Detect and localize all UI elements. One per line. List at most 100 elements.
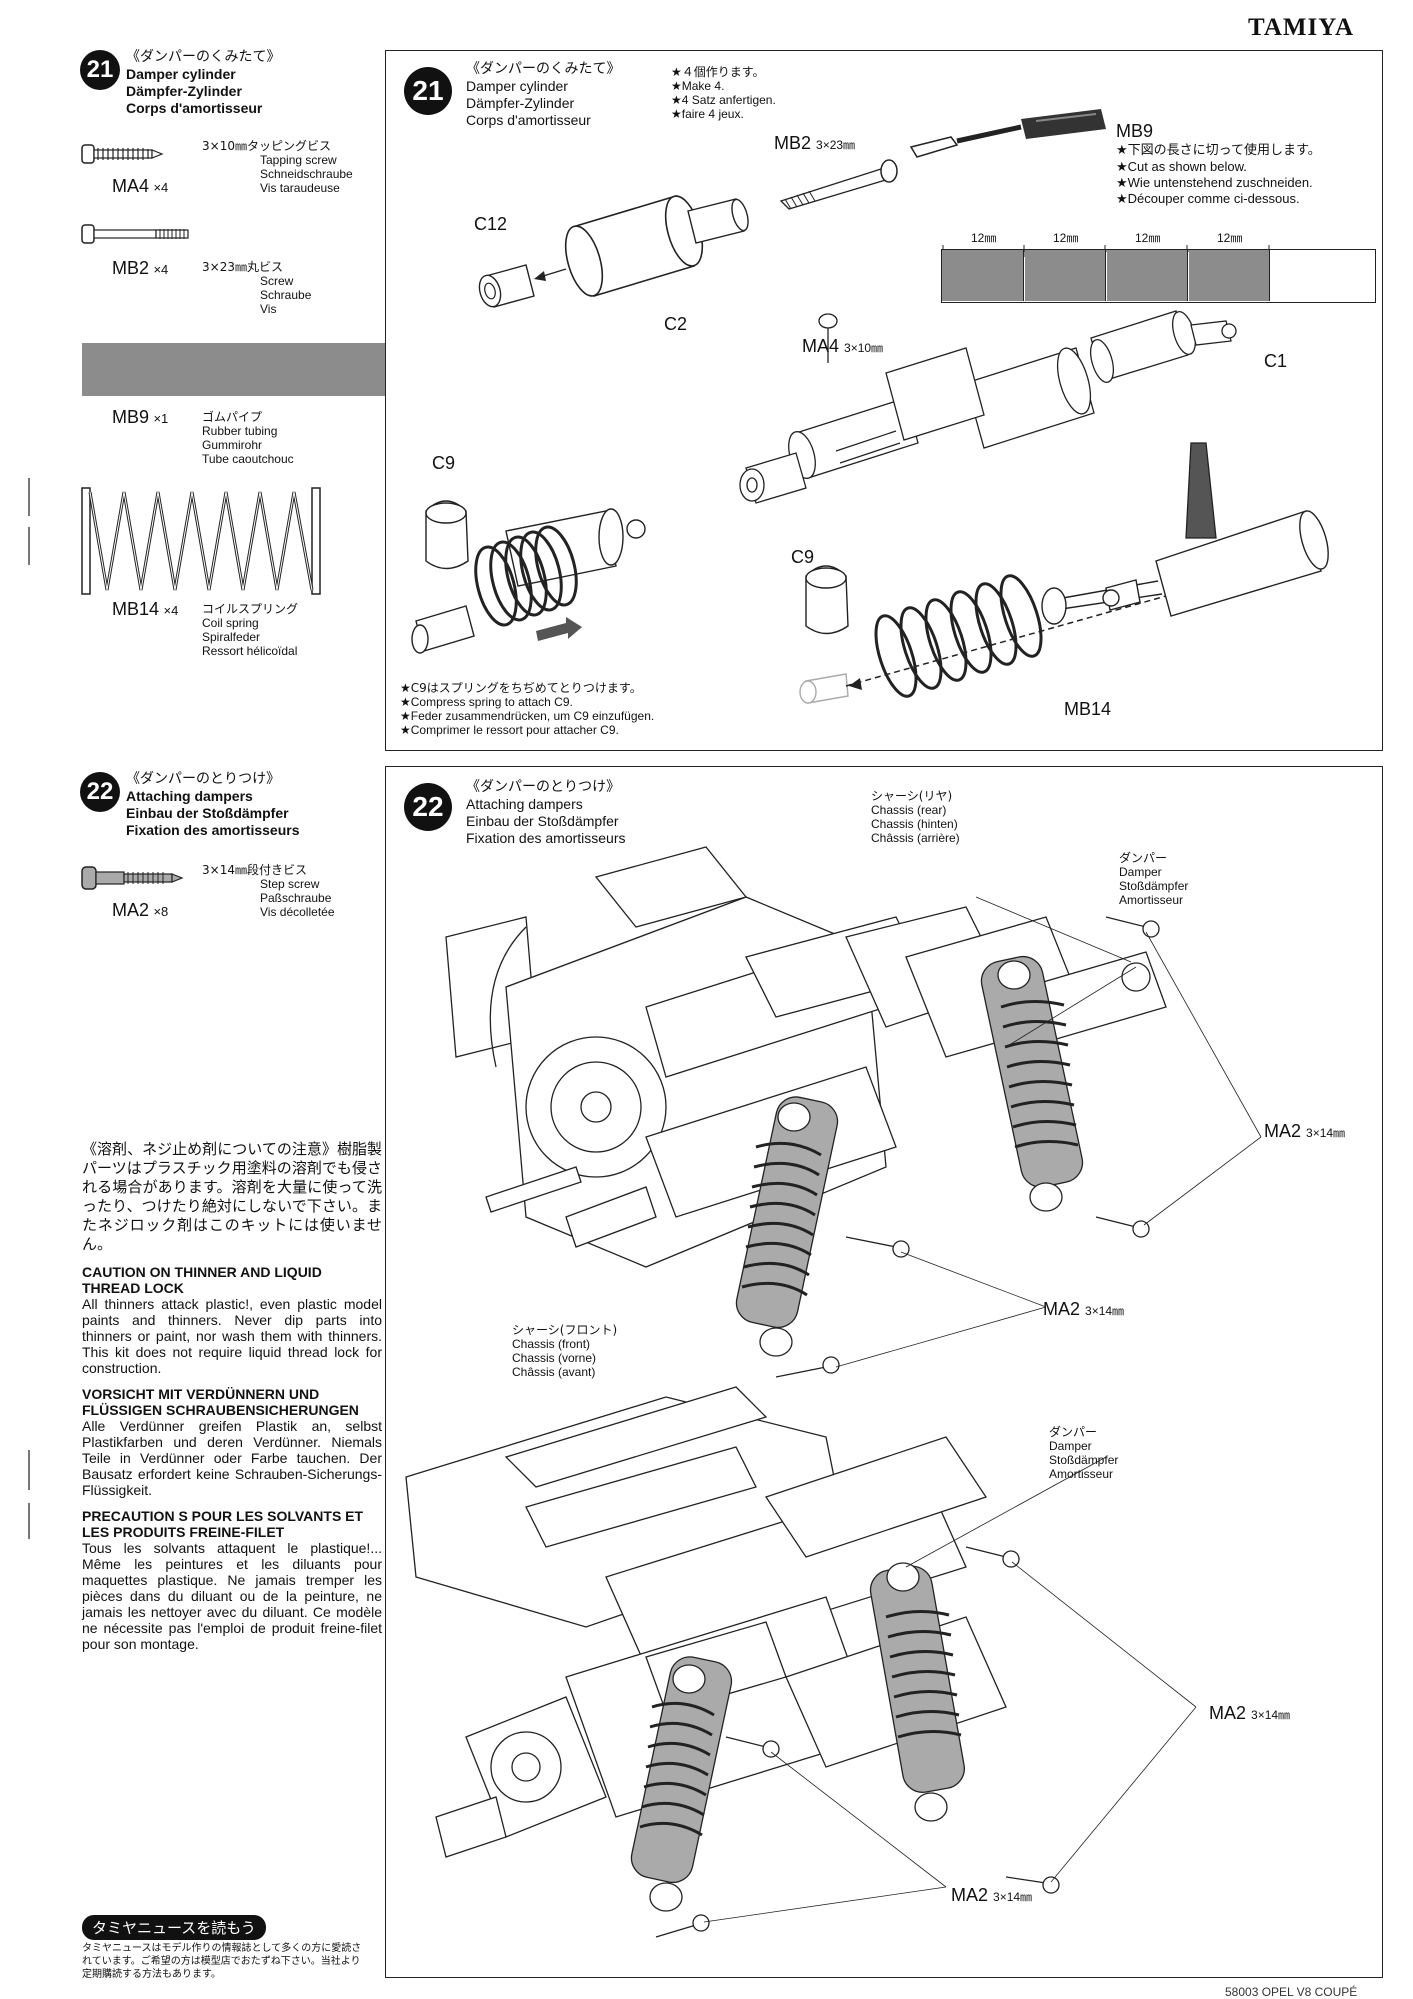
- panel-title-fr: Corps d'amortisseur: [466, 112, 591, 128]
- make-note-de: ★4 Satz anfertigen.: [671, 93, 776, 107]
- chassis-rear-en: Chassis (rear): [871, 803, 947, 817]
- step-21-heading: 《ダンパーのくみたて》 Damper cylinder Dämpfer-Zyli…: [126, 49, 281, 117]
- front-chassis-drawing: [405, 1386, 1197, 1938]
- step-22-number: 22: [80, 772, 120, 812]
- tube-segment: [1025, 250, 1106, 301]
- screw-icon: [81, 224, 189, 244]
- label-ma2-rear-right: MA2 3×14㎜: [1264, 1121, 1346, 1141]
- caution-jp: 《溶剤、ネジ止め剤についての注意》樹脂製パーツはプラスチック用塗料の溶剤でも侵さ…: [82, 1140, 382, 1253]
- damper-front-de: Stoßdämpfer: [1049, 1453, 1119, 1467]
- rubber-tube-cut-diagram: [941, 249, 1376, 303]
- damper-front-jp: ダンパー: [1049, 1425, 1098, 1439]
- chassis-front-jp: シャーシ(フロント): [512, 1323, 618, 1337]
- caution-fr-title: PRECAUTION S POUR LES SOLVANTS ET LES PR…: [82, 1508, 364, 1540]
- mb2-screw-drawing: [779, 159, 898, 210]
- make-note-fr: ★faire 4 jeux.: [671, 107, 744, 121]
- tamiya-news-badge: タミヤニュースを読もう: [82, 1915, 266, 1940]
- label-c9-b: C9: [791, 547, 815, 567]
- step-22-heading: 《ダンパーのとりつけ》 Attaching dampers Einbau der…: [126, 771, 300, 839]
- damper-rear-label: ダンパー Damper Stoßdämpfer Amortisseur: [1119, 851, 1188, 907]
- label-mb14: MB14: [1064, 699, 1112, 719]
- part-mb2-code: MB2 ×4: [112, 258, 169, 278]
- step-22-title-de: Einbau der Stoßdämpfer: [126, 805, 289, 821]
- chassis-front-de: Chassis (vorne): [512, 1351, 597, 1365]
- panel-title-jp: 《ダンパーのくみたて》: [466, 61, 621, 77]
- caution-en-title: CAUTION ON THINNER AND LIQUID THREAD LOC…: [82, 1264, 322, 1296]
- tube-segment: [1107, 250, 1188, 301]
- make-note-en: ★Make 4.: [671, 79, 725, 93]
- panel-title-en: Damper cylinder: [466, 78, 568, 94]
- coil-spring-icon: [81, 487, 321, 595]
- chassis-front-fr: Châssis (avant): [512, 1365, 596, 1379]
- damper-assembly-drawing: [739, 310, 1237, 539]
- step-22-title-fr: Fixation des amortisseurs: [126, 822, 300, 838]
- spring-note-en: ★Compress spring to attach C9.: [400, 695, 573, 709]
- chassis-rear-de: Chassis (hinten): [871, 817, 958, 831]
- part-mb14-code: MB14 ×4: [112, 599, 179, 619]
- label-mb2: MB2 3×23㎜: [774, 133, 856, 153]
- caution-de-title: VORSICHT MIT VERDÜNNERN UND FLÜSSIGEN SC…: [82, 1386, 359, 1418]
- part-ma4-code: MA4 ×4: [112, 176, 169, 196]
- panel22-title-de: Einbau der Stoßdämpfer: [466, 813, 619, 829]
- mb9-cut-note: ★下図の長さに切って使用します。 ★Cut as shown below. ★W…: [1116, 143, 1321, 207]
- label-c1: C1: [1264, 351, 1288, 371]
- tapping-screw-icon: [81, 144, 164, 164]
- binding-mark: [28, 1450, 31, 1490]
- damper-rear-de: Stoßdämpfer: [1119, 879, 1189, 893]
- label-mb9: MB9: [1116, 121, 1154, 141]
- step-21-title-jp: 《ダンパーのくみたて》: [126, 49, 281, 65]
- rear-chassis-drawing: [445, 846, 1262, 1378]
- screwdriver-icon: [909, 109, 1106, 158]
- spring-note: ★C9はスプリングをちぢめてとりつけます。 ★Compress spring t…: [400, 681, 654, 737]
- step-22-panel-number: 22: [404, 783, 452, 831]
- chassis-rear-jp: シャーシ(リヤ): [871, 789, 953, 803]
- chassis-rear-fr: Châssis (arrière): [871, 831, 960, 845]
- binding-mark: [28, 1503, 31, 1539]
- brand-logo: TAMIYA: [1248, 14, 1355, 41]
- chassis-front-en: Chassis (front): [512, 1337, 591, 1351]
- part-mb2-desc: 3×23㎜丸ビス Screw Schraube Vis: [202, 260, 312, 316]
- label-c9-a: C9: [432, 453, 456, 473]
- panel22-title-en: Attaching dampers: [466, 796, 583, 812]
- caution-en-body: All thinners attack plastic!, even plast…: [82, 1296, 382, 1376]
- chassis-rear-label: シャーシ(リヤ) Chassis (rear) Chassis (hinten)…: [871, 789, 960, 845]
- part-mb9-desc: ゴムパイプ Rubber tubing Gummirohr Tube caout…: [202, 410, 294, 466]
- cut-mark: 12㎜: [1217, 231, 1243, 245]
- label-ma4: MA4 3×10㎜: [802, 336, 884, 356]
- step-21-panel-number: 21: [404, 67, 452, 115]
- step-22-title-en: Attaching dampers: [126, 788, 253, 804]
- part-mb9-code: MB9 ×1: [112, 407, 169, 427]
- part-ma2-desc: 3×14㎜段付きビス Step screw Paßschraube Vis dé…: [202, 863, 335, 919]
- tube-segment: [1189, 250, 1270, 301]
- label-c2: C2: [664, 314, 688, 334]
- chassis-front-label: シャーシ(フロント) Chassis (front) Chassis (vorn…: [512, 1323, 617, 1379]
- footer-model-code: 58003 OPEL V8 COUPÉ: [1225, 1985, 1358, 1999]
- damper-rear-en: Damper: [1119, 865, 1162, 879]
- damper-front-fr: Amortisseur: [1049, 1467, 1114, 1481]
- step-screw-icon: [81, 866, 184, 890]
- step-21-title-de: Dämpfer-Zylinder: [126, 83, 242, 99]
- label-ma2-rear-bottom: MA2 3×14㎜: [1043, 1299, 1125, 1319]
- spring-note-fr: ★Comprimer le ressort pour attacher C9.: [400, 723, 619, 737]
- label-ma2-front-right: MA2 3×14㎜: [1209, 1703, 1291, 1723]
- cut-mark: 12㎜: [1053, 231, 1079, 245]
- spring-assembly-drawing: [799, 510, 1329, 704]
- label-ma2-front-bottom: MA2 3×14㎜: [951, 1885, 1033, 1905]
- panel22-title-jp: 《ダンパーのとりつけ》: [466, 779, 621, 795]
- spring-note-jp: ★C9はスプリングをちぢめてとりつけます。: [400, 681, 642, 695]
- step-21-title-en: Damper cylinder: [126, 66, 236, 82]
- mb9-note-fr: ★Découper comme ci-dessous.: [1116, 191, 1300, 206]
- spring-note-de: ★Feder zusammendrücken, um C9 einzufügen…: [400, 709, 655, 723]
- panel22-title-fr: Fixation des amortisseurs: [466, 830, 626, 846]
- panel-title-de: Dämpfer-Zylinder: [466, 95, 575, 111]
- tamiya-news-text: タミヤニュースはモデル作りの情報誌として多くの方に愛読されています。ご希望の方は…: [82, 1943, 362, 1980]
- part-mb14-desc: コイルスプリング Coil spring Spiralfeder Ressort…: [202, 602, 299, 658]
- step-21-title-fr: Corps d'amortisseur: [126, 100, 263, 116]
- mb9-note-de: ★Wie untenstehend zuschneiden.: [1116, 175, 1313, 190]
- caution-block: 《溶剤、ネジ止め剤についての注意》樹脂製パーツはプラスチック用塗料の溶剤でも侵さ…: [82, 1140, 382, 1652]
- make-note: ★４個作ります。 ★Make 4. ★4 Satz anfertigen. ★f…: [671, 65, 776, 121]
- damper-front-label: ダンパー Damper Stoßdämpfer Amortisseur: [1049, 1425, 1118, 1481]
- mb9-note-jp: ★下図の長さに切って使用します。: [1116, 143, 1321, 158]
- caution-fr-body: Tous les solvants attaquent le plastique…: [82, 1540, 382, 1652]
- damper-cylinder-drawing: [478, 194, 749, 308]
